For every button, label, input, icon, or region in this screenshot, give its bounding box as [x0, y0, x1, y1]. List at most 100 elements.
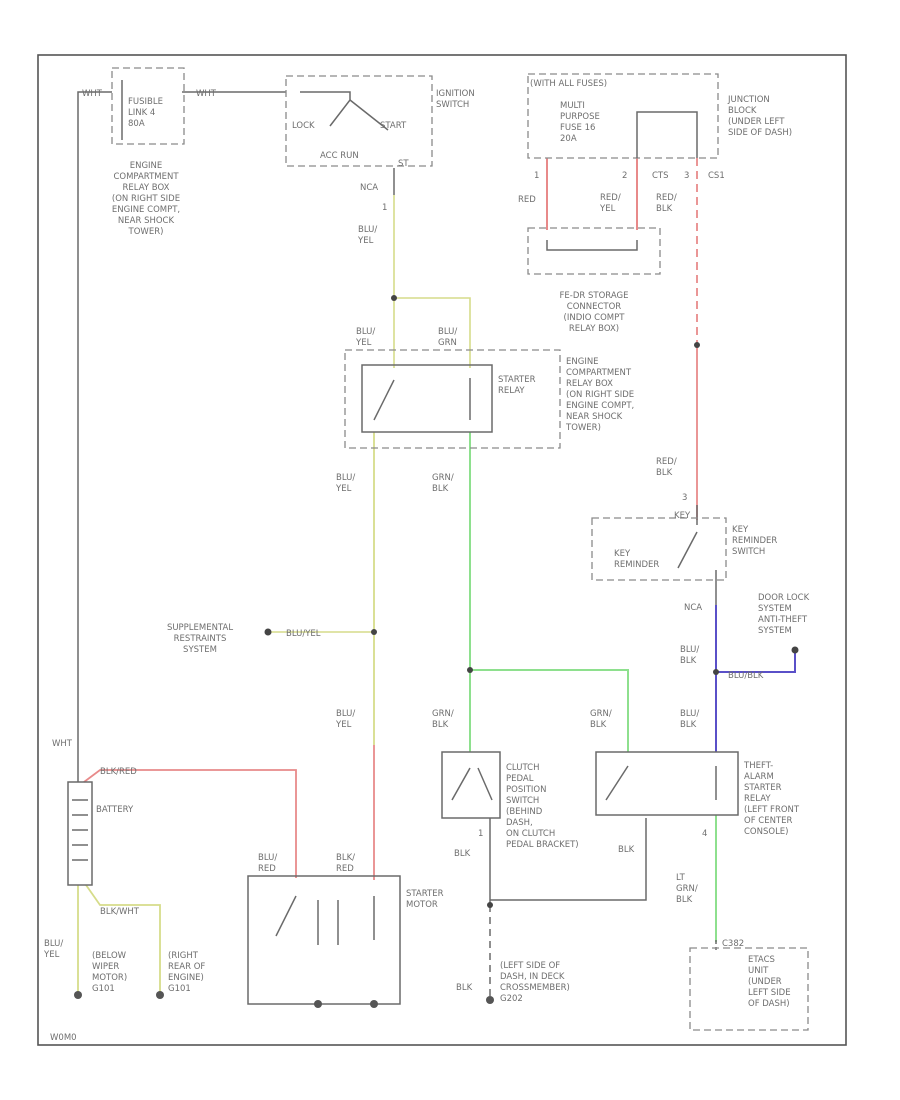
- engine-relay-box: [344, 349, 561, 449]
- wire-theft-blk: [490, 818, 647, 901]
- label-wire-blu-blk-1: BLU/BLK: [680, 645, 699, 666]
- label-ign-start: START: [380, 121, 407, 131]
- wire-blu-grn-relay: [394, 297, 471, 368]
- label-clutch-pin: 1: [478, 829, 483, 839]
- label-wire-red-blk-2: RED/BLK: [656, 457, 677, 478]
- clutch-switch-box: [441, 751, 501, 819]
- ground-g202: [486, 996, 494, 1004]
- storage-connector-box: [527, 227, 661, 275]
- label-relay-blu-grn: BLU/GRN: [438, 327, 457, 348]
- splice-dot-redblk: [694, 342, 700, 348]
- label-relay-blu-yel: BLU/YEL: [355, 327, 375, 348]
- label-wire-red-yel: RED/YEL: [599, 193, 621, 214]
- label-wire-blk-red-h: BLK/RED: [100, 767, 137, 777]
- label-fuse-wht-right: WHT: [196, 89, 217, 99]
- key-reminder-box: [591, 517, 727, 581]
- label-pin-2: 2: [622, 171, 627, 181]
- clutch-switch-blade2: [477, 767, 493, 801]
- label-key: KEY: [674, 511, 691, 521]
- label-pin-3: 3: [684, 171, 689, 181]
- wire-wht-left: [77, 91, 112, 782]
- key-reminder-blade: [677, 531, 698, 569]
- label-key-nca: NCA: [684, 603, 702, 613]
- ground-starter-2: [370, 1000, 378, 1008]
- starter-motor-box: [247, 875, 401, 1005]
- starter-relay-switch: [373, 379, 395, 421]
- wire-grn-blk-theft: [470, 669, 629, 752]
- label-ign-nca: NCA: [360, 183, 378, 193]
- label-wire-blu-yel-3: BLU/YEL: [335, 709, 355, 730]
- label-wire-blk-1: BLK: [454, 849, 471, 859]
- wire-blu-blk-doorlock: [716, 650, 796, 673]
- label-wire-grn-blk-1: GRN/BLK: [432, 473, 454, 494]
- label-cs1: CS1: [708, 171, 725, 181]
- splice-dot-blk: [487, 902, 493, 908]
- label-cts: CTS: [652, 171, 669, 181]
- label-etacs-pin: C382: [722, 939, 744, 949]
- label-key-pin: 3: [682, 493, 687, 503]
- storage-connector-link: [546, 240, 638, 251]
- ground-g101-right: [156, 991, 164, 999]
- label-wire-grn-blk-3: GRN/BLK: [590, 709, 612, 730]
- splice-dot-blu: [713, 669, 719, 675]
- label-wire-red: RED: [518, 195, 536, 205]
- clutch-switch-blade: [451, 767, 471, 801]
- starter-motor-switch: [275, 895, 297, 937]
- label-wire-blu-blk-h: BLU/BLK: [728, 671, 764, 681]
- label-wire-blu-yel-1: BLU/YEL: [357, 225, 377, 246]
- label-wire-grn-blk-2: GRN/BLK: [432, 709, 454, 730]
- label-diagram-id: W0M0: [50, 1033, 77, 1043]
- splice-dot-grn: [467, 667, 473, 673]
- battery-body: [67, 781, 93, 886]
- ignition-switch-box: [285, 75, 433, 167]
- label-ign-lock: LOCK: [292, 121, 315, 131]
- theft-relay-box: [595, 751, 739, 816]
- label-theft-pin: 4: [702, 829, 707, 839]
- label-wire-wht-battery: WHT: [52, 739, 73, 749]
- label-pin-1: 1: [534, 171, 539, 181]
- starter-relay-box: [361, 364, 493, 433]
- label-jb-fuse-header: (WITH ALL FUSES): [530, 79, 607, 89]
- ignition-switch-blade: [349, 99, 389, 131]
- doorlock-connector-dot: [791, 646, 799, 654]
- etacs-unit-box: [689, 947, 809, 1031]
- label-wire-blu-yel-4: BLU/YEL: [43, 939, 63, 960]
- ignition-switch-contact: [300, 91, 351, 127]
- fusible-link-box: [111, 67, 185, 145]
- ground-starter-1: [314, 1000, 322, 1008]
- ground-g101-left: [74, 991, 82, 999]
- label-wire-blk-3: BLK: [456, 983, 473, 993]
- junction-fuse-loop: [636, 111, 698, 158]
- label-wire-blu-blk-2: BLU/BLK: [680, 709, 699, 730]
- label-starter-blu-red: BLU/RED: [258, 853, 277, 874]
- splice-dot-ign: [391, 295, 397, 301]
- label-ign-st: ST: [398, 159, 409, 169]
- srs-connector-dot: [264, 628, 272, 636]
- wire-blk-wht-ground: [85, 884, 161, 992]
- wire-blk-red-battery: [83, 769, 297, 878]
- splice-dot-srs: [371, 629, 377, 635]
- label-battery: BATTERY: [96, 805, 134, 815]
- label-wire-blu-yel-2: BLU/YEL: [335, 473, 355, 494]
- label-wire-blk-2: BLK: [618, 845, 635, 855]
- label-wire-blk-wht-h: BLK/WHT: [100, 907, 140, 917]
